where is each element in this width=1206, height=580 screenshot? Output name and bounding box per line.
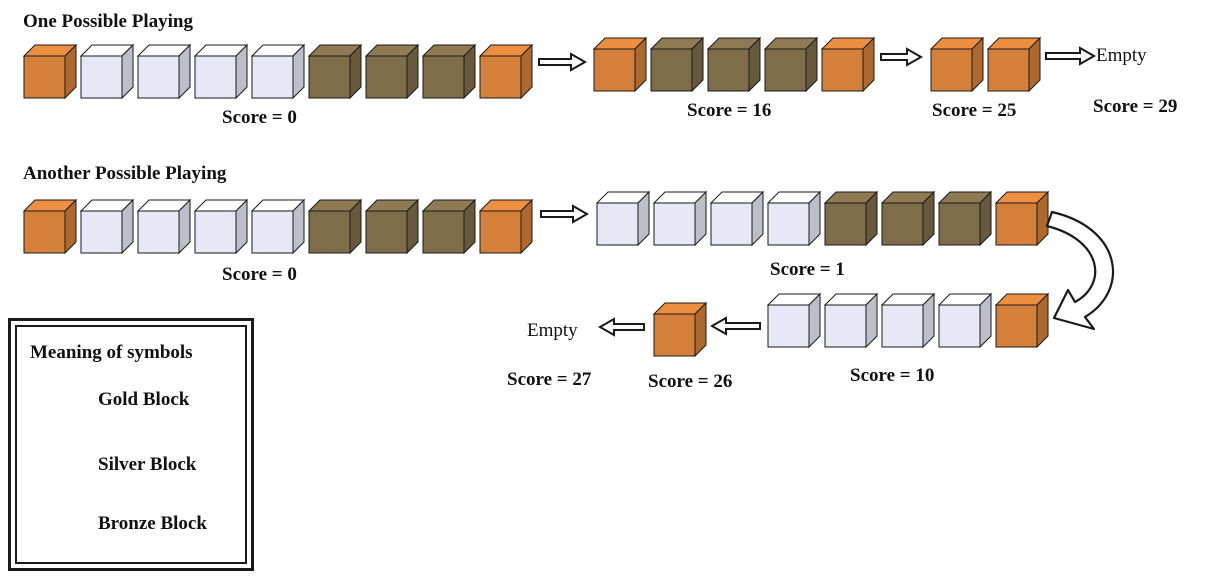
- row2-step2-silver-block-4: [766, 190, 822, 247]
- row2-step1-bronze-block-6: [307, 198, 363, 255]
- legend-label-gold: Gold Block: [98, 389, 190, 410]
- row2-step2-silver-block-2: [652, 190, 708, 247]
- score-label-row2-step3: Score = 10: [850, 365, 935, 386]
- row2-step2-silver-block-3: [709, 190, 765, 247]
- legend-title: Meaning of symbols: [30, 342, 193, 363]
- row1-step1-bronze-block-8: [421, 43, 477, 100]
- row2-step1-silver-block-5: [250, 198, 306, 255]
- score-label-row2-step5: Score = 27: [507, 369, 592, 390]
- row2-step1-bronze-block-7: [364, 198, 420, 255]
- score-label-row2-step4: Score = 26: [648, 371, 733, 392]
- left-arrow-row2-2: [597, 317, 645, 337]
- curved-arrow: [1045, 210, 1115, 331]
- legend-inner-frame: [15, 325, 247, 564]
- row1-step1-gold-block-9: [478, 43, 534, 100]
- row1-step1-silver-block-3: [136, 43, 192, 100]
- row1-step1-gold-block-1: [22, 43, 78, 100]
- row1-step1-bronze-block-7: [364, 43, 420, 100]
- row2-step1-silver-block-2: [79, 198, 135, 255]
- legend: [8, 318, 254, 571]
- row2-step1-gold-block-9: [478, 198, 534, 255]
- row1-step1-silver-block-5: [250, 43, 306, 100]
- row2-step4-gold-block-1: [652, 301, 708, 358]
- row2-step3-silver-block-2: [823, 292, 879, 349]
- row1-step1-bronze-block-6: [307, 43, 363, 100]
- row1-step2-bronze-block-4: [763, 36, 819, 93]
- row2-step1-gold-block-1: [22, 198, 78, 255]
- row1-step2-gold-block-5: [820, 36, 876, 93]
- score-label-row2-step2: Score = 1: [770, 259, 845, 280]
- row1-step2-bronze-block-2: [649, 36, 705, 93]
- row2-step1-silver-block-3: [136, 198, 192, 255]
- row2-step3-gold-block-5: [994, 292, 1050, 349]
- row1-step3-gold-block-2: [986, 36, 1042, 93]
- row2-step2-bronze-block-5: [823, 190, 879, 247]
- score-label-row1-step4: Score = 29: [1093, 96, 1178, 117]
- legend-label-silver: Silver Block: [98, 454, 197, 475]
- empty-label-row1: Empty: [1096, 45, 1147, 66]
- section-title-one: One Possible Playing: [23, 11, 193, 32]
- row2-step1-bronze-block-8: [421, 198, 477, 255]
- row1-step1-silver-block-2: [79, 43, 135, 100]
- score-label-row2-step1: Score = 0: [222, 264, 297, 285]
- right-arrow-row1-1: [538, 52, 588, 72]
- row2-step3-silver-block-1: [766, 292, 822, 349]
- row2-step3-silver-block-3: [880, 292, 936, 349]
- score-label-row1-step1: Score = 0: [222, 107, 297, 128]
- right-arrow-row2-1: [540, 204, 590, 224]
- score-label-row1-step3: Score = 25: [932, 100, 1017, 121]
- row2-step2-gold-block-8: [994, 190, 1050, 247]
- row2-step1-silver-block-4: [193, 198, 249, 255]
- row2-step3-silver-block-4: [937, 292, 993, 349]
- right-arrow-row1-2: [880, 47, 924, 67]
- row2-step2-bronze-block-6: [880, 190, 936, 247]
- section-title-another: Another Possible Playing: [23, 163, 227, 184]
- row1-step1-silver-block-4: [193, 43, 249, 100]
- right-arrow-row1-3: [1045, 46, 1097, 66]
- legend-label-bronze: Bronze Block: [98, 513, 207, 534]
- row1-step3-gold-block-1: [929, 36, 985, 93]
- score-label-row1-step2: Score = 16: [687, 100, 772, 121]
- empty-label-row2: Empty: [527, 320, 578, 341]
- row1-step2-bronze-block-3: [706, 36, 762, 93]
- left-arrow-row2-1: [709, 316, 761, 336]
- row2-step2-bronze-block-7: [937, 190, 993, 247]
- row2-step2-silver-block-1: [595, 190, 651, 247]
- row1-step2-gold-block-1: [592, 36, 648, 93]
